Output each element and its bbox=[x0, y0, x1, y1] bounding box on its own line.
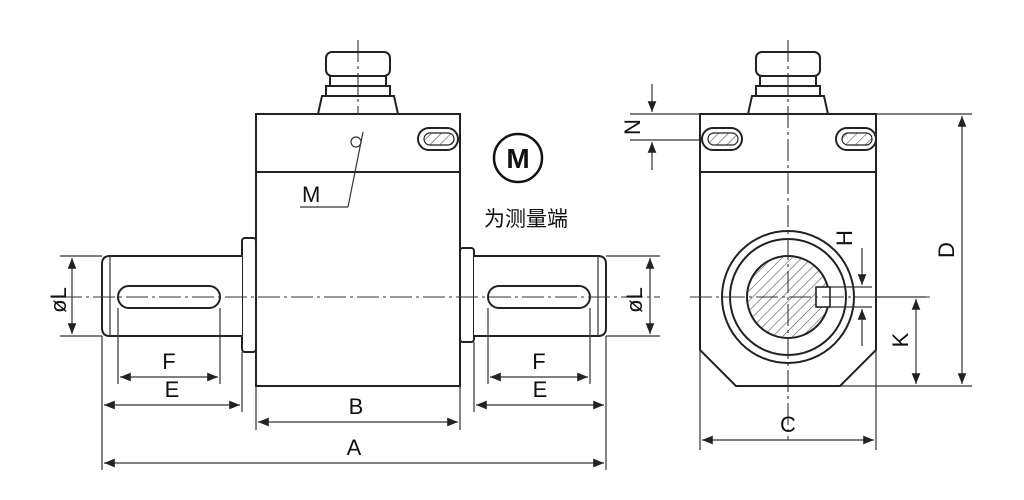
dim-e-right: E bbox=[533, 377, 548, 402]
m-callout: M bbox=[300, 131, 364, 208]
side-view bbox=[690, 40, 930, 440]
connector-front bbox=[316, 40, 400, 115]
circle-m-icon bbox=[492, 132, 544, 184]
circle-m-label: M bbox=[506, 143, 529, 174]
dim-l-right: øL bbox=[622, 287, 647, 313]
dim-n: N bbox=[620, 119, 645, 135]
dim-h: H bbox=[832, 230, 857, 246]
dim-b: B bbox=[349, 394, 364, 419]
dim-a: A bbox=[347, 435, 362, 460]
dim-e-left: E bbox=[165, 377, 180, 402]
dim-c: C bbox=[780, 412, 796, 437]
front-view: M bbox=[60, 40, 660, 387]
measure-end-text: 为测量端 bbox=[484, 207, 568, 231]
front-dimensions: øL øL F E B F E A bbox=[46, 255, 660, 470]
measure-end-note: M 为测量端 bbox=[484, 132, 568, 231]
dim-f-left: F bbox=[162, 349, 175, 374]
dim-k: K bbox=[888, 332, 913, 347]
front-slot bbox=[417, 127, 459, 151]
dim-f-right: F bbox=[532, 349, 545, 374]
side-dimensions: N D H K C bbox=[620, 84, 972, 450]
dim-l-left: øL bbox=[46, 287, 71, 313]
dim-d: D bbox=[934, 242, 959, 258]
callout-m-label: M bbox=[302, 182, 320, 207]
